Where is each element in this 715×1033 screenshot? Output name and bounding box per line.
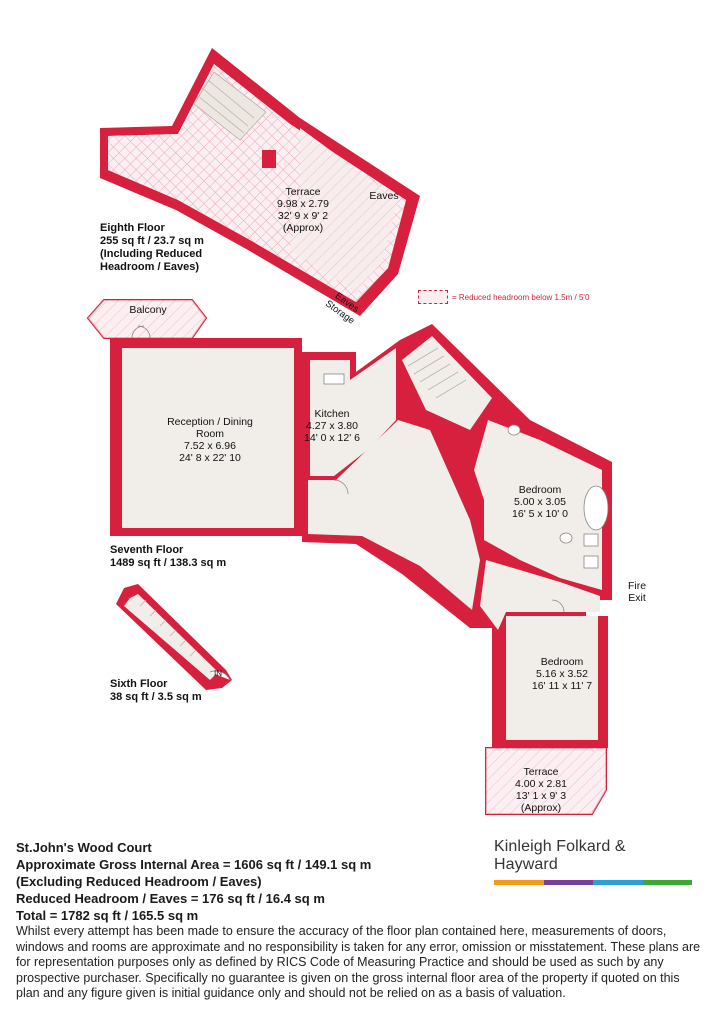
reception-name: Reception / Dining (167, 416, 253, 428)
eighth-floor-plan (100, 48, 420, 316)
seventh-floor-area: 1489 sq ft / 138.3 sq m (110, 557, 227, 569)
excluding-note: (Excluding Reduced Headroom / Eaves) (16, 874, 262, 889)
legend-text: = Reduced headroom below 1.5m / 5'0 (452, 292, 590, 302)
footer: St.John's Wood Court Approximate Gross I… (16, 840, 706, 1002)
in-label: IN (214, 669, 222, 678)
reduced-headroom-area: Reduced Headroom / Eaves = 176 sq ft / 1… (16, 891, 325, 906)
eighth-floor-name: Eighth Floor (100, 222, 165, 234)
brand-name: Kinleigh Folkard & Hayward (494, 838, 626, 873)
terrace-top-note: (Approx) (282, 222, 324, 234)
brand-bar-purple (543, 880, 593, 885)
brand-bar-orange (494, 880, 544, 885)
brand-logo: Kinleigh Folkard & Hayward (494, 838, 692, 885)
seventh-floor-name: Seventh Floor (110, 544, 184, 556)
fire-exit-line1: Fire (627, 580, 647, 592)
terrace-bottom-dims-ft: 13' 1 x 9' 3 (515, 790, 567, 802)
reception-dims-m: 7.52 x 6.96 (184, 440, 236, 452)
bedroom1-name: Bedroom (518, 484, 562, 496)
bedroom2-name: Bedroom (540, 656, 584, 668)
reception-dims-ft: 24' 8 x 22' 10 (179, 452, 241, 464)
bedroom2-label: Bedroom 5.16 x 3.52 16' 11 x 11' 7 (522, 656, 602, 692)
bedroom1-dims-m: 5.00 x 3.05 (514, 496, 566, 508)
eighth-floor-stairs (193, 71, 267, 141)
sixth-floor-name: Sixth Floor (110, 678, 168, 690)
disclaimer: Whilst every attempt has been made to en… (16, 924, 701, 1000)
bedroom1-label: Bedroom 5.00 x 3.05 16' 5 x 10' 0 (500, 484, 580, 520)
seventh-floor-label: Seventh Floor 1489 sq ft / 138.3 sq m (110, 544, 226, 570)
fire-exit-line2: Exit (628, 592, 646, 604)
terrace-top-label: Terrace 9.98 x 2.79 32' 9 x 9' 2 (Approx… (268, 186, 338, 234)
brand-bar-green (642, 880, 692, 885)
terrace-bottom-label: Terrace 4.00 x 2.81 13' 1 x 9' 3 (Approx… (506, 766, 576, 814)
reduced-headroom-swatch (418, 290, 448, 304)
eighth-floor-note2: Headroom / Eaves) (100, 261, 200, 273)
terrace-bottom-dims-m: 4.00 x 2.81 (515, 778, 567, 790)
sixth-floor-plan (116, 584, 232, 690)
fire-exit-label: Fire Exit (620, 580, 654, 604)
total-area: Total = 1782 sq ft / 165.5 sq m (16, 908, 199, 923)
sixth-floor-area: 38 sq ft / 3.5 sq m (110, 691, 202, 703)
kitchen-dims-ft: 14' 0 x 12' 6 (304, 432, 360, 444)
eighth-floor-area: 255 sq ft / 23.7 sq m (100, 235, 204, 247)
terrace-top-dims-ft: 32' 9 x 9' 2 (277, 210, 329, 222)
gross-internal-area: Approximate Gross Internal Area = 1606 s… (16, 857, 372, 872)
terrace-top-dims-m: 9.98 x 2.79 (277, 198, 329, 210)
balcony-label: Balcony (129, 304, 167, 316)
property-title: St.John's Wood Court (16, 840, 152, 855)
bedroom2-dims-m: 5.16 x 3.52 (536, 668, 588, 680)
reception-name2: Room (195, 428, 224, 440)
kitchen-name: Kitchen (314, 408, 350, 420)
brand-color-bar (494, 880, 692, 885)
eaves-label: Eaves (369, 190, 399, 202)
legend: = Reduced headroom below 1.5m / 5'0 (418, 290, 589, 304)
floor-plan (86, 48, 612, 815)
eighth-floor-note1: (Including Reduced (100, 248, 203, 260)
eighth-floor-label: Eighth Floor 255 sq ft / 23.7 sq m (Incl… (100, 222, 204, 274)
terrace-bottom-name: Terrace (523, 766, 559, 778)
terrace-bottom-note: (Approx) (520, 802, 562, 814)
reception-label: Reception / Dining Room 7.52 x 6.96 24' … (150, 416, 270, 464)
seventh-floor-plan (86, 299, 612, 815)
bedroom1-dims-ft: 16' 5 x 10' 0 (512, 508, 568, 520)
kitchen-label: Kitchen 4.27 x 3.80 14' 0 x 12' 6 (292, 408, 372, 444)
brand-bar-blue (593, 880, 643, 885)
kitchen-dims-m: 4.27 x 3.80 (306, 420, 358, 432)
bedroom2-dims-ft: 16' 11 x 11' 7 (531, 680, 593, 692)
sixth-floor-label: Sixth Floor 38 sq ft / 3.5 sq m (110, 678, 202, 704)
terrace-top-name: Terrace (285, 186, 321, 198)
